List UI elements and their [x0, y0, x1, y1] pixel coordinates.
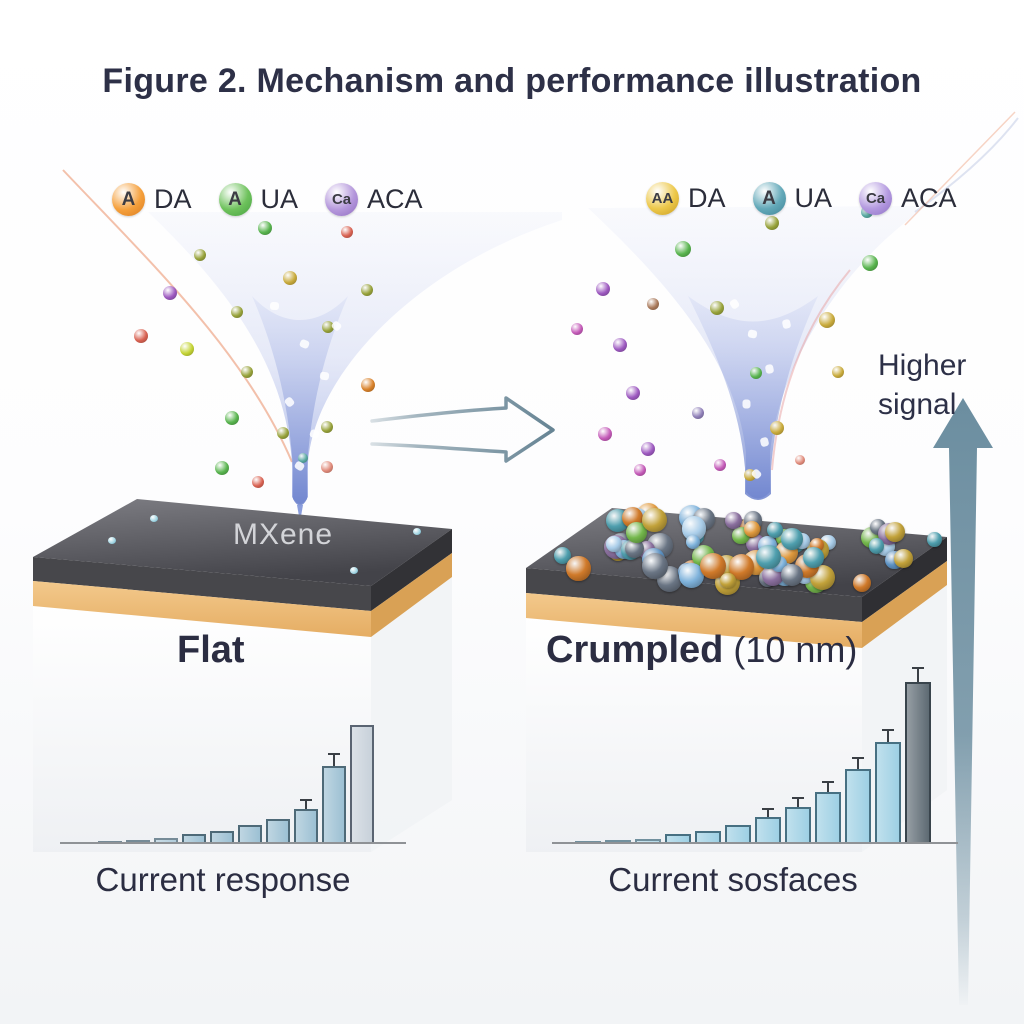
analyte-swatch-icon: Ca: [859, 182, 893, 215]
legend-label: UA: [794, 183, 833, 213]
baseline-crumpled-chart: [552, 842, 958, 844]
legend-crumpled: AA DA A UA Ca ACA: [646, 182, 957, 215]
legend-item-aca: Ca ACA: [859, 182, 957, 215]
legend-item-da: A DA: [112, 183, 192, 216]
legend-label: UA: [260, 184, 299, 214]
slab-crumpled: [526, 508, 947, 852]
legend-label: ACA: [901, 183, 957, 213]
legend-item-da: AA DA: [646, 182, 726, 215]
swoosh-orange-left: [62, 169, 293, 463]
legend-label: DA: [688, 183, 726, 213]
crumpled-label-main: Crumpled: [546, 629, 724, 671]
analyte-swatch-icon: AA: [646, 182, 679, 215]
funnel-flat: [148, 212, 562, 522]
slab-flat: [33, 499, 452, 852]
analyte-swatch-icon: Ca: [325, 183, 359, 216]
analyte-swatch-icon: A: [112, 183, 145, 216]
flat-label: Flat: [177, 629, 245, 671]
figure-title: Figure 2. Mechanism and performance illu…: [102, 62, 922, 100]
swoosh-blue-topright: [914, 117, 1019, 213]
legend-label: ACA: [367, 184, 423, 214]
funnel-crumpled: [588, 206, 916, 500]
legend-item-aca: Ca ACA: [325, 183, 423, 216]
transform-arrow: [370, 396, 555, 463]
baseline-flat-chart: [60, 842, 406, 844]
legend-label: DA: [154, 184, 192, 214]
swoosh-orange-topright: [904, 111, 1016, 226]
crumpled-label: Crumpled(10 nm): [546, 629, 857, 672]
mxene-label: MXene: [232, 518, 334, 551]
legend-item-ua: A UA: [218, 183, 299, 216]
crumpled-label-suffix: (10 nm): [733, 629, 858, 670]
higher-signal-arrow: [933, 398, 993, 1005]
analyte-swatch-icon: A: [218, 183, 252, 216]
analyte-swatch-icon: A: [752, 182, 786, 215]
caption-flat-chart: Current response: [95, 861, 351, 898]
caption-crumpled-chart: Current sosfaces: [608, 861, 858, 898]
legend-item-ua: A UA: [752, 182, 833, 215]
legend-flat: A DA A UA Ca ACA: [112, 183, 423, 216]
higher-signal-label: Higher signal: [878, 349, 967, 421]
